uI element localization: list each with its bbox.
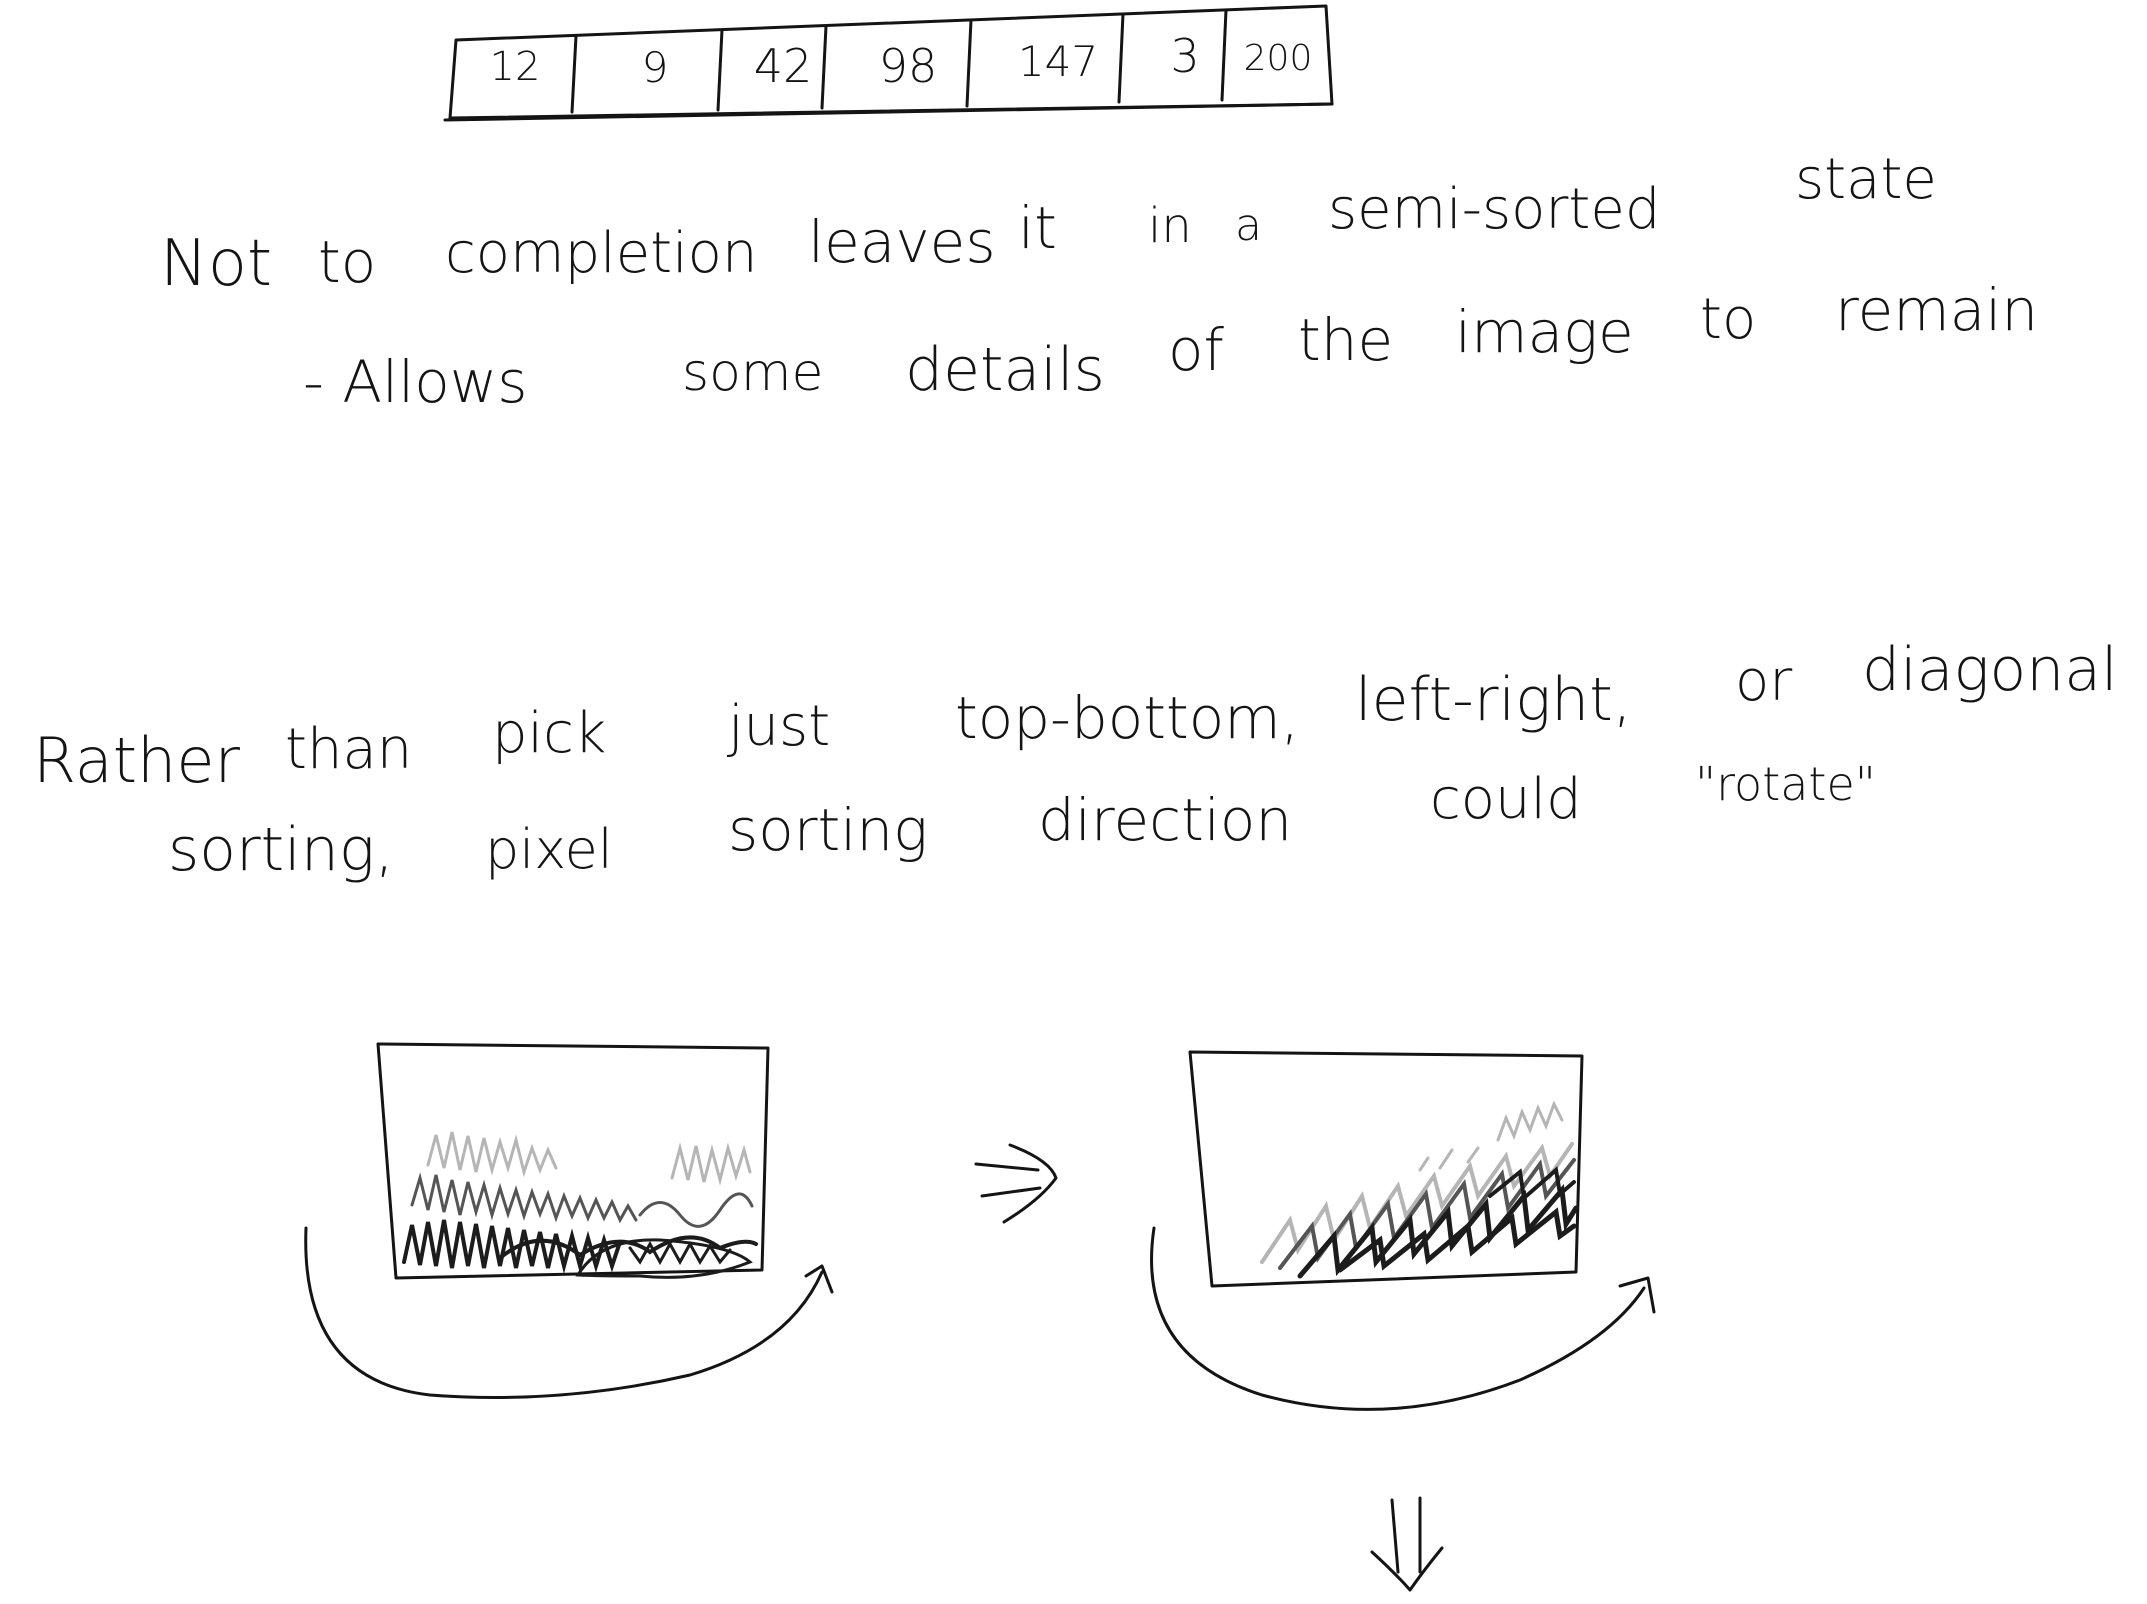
down-arrow-line (1390, 1498, 1400, 1574)
note-word: diagonal (1862, 635, 2118, 705)
implies-arrow-line (974, 1162, 1040, 1172)
scribble-dark (1337, 1207, 1577, 1273)
down-arrow-head (1370, 1546, 1444, 1592)
note-word: of (1168, 316, 1224, 384)
note-word: than (285, 717, 412, 782)
note-word: pick (492, 701, 606, 766)
note-word: image (1455, 298, 1634, 366)
note-word: in (1148, 198, 1192, 254)
scribble-dark (575, 1238, 753, 1279)
note-word: a (1235, 200, 1262, 251)
scribble-dark (1297, 1184, 1579, 1279)
note-word: - Allows (303, 348, 527, 416)
note-word: to (318, 228, 376, 296)
note-word: the (1298, 306, 1393, 374)
note-word: or (1735, 649, 1792, 714)
scribble-dark (628, 1240, 732, 1266)
note-word: direction (1038, 786, 1292, 854)
note-word: "rotate" (1695, 757, 1876, 811)
scribble-light (1418, 1146, 1480, 1172)
note-line-3: Rather than pick just top-bottom, left-r… (33, 635, 2118, 797)
array-divider (1220, 8, 1228, 102)
note-word: details (905, 335, 1105, 405)
rotation-arrow (304, 1226, 824, 1399)
note-word: state (1795, 147, 1937, 212)
note-word: some (682, 343, 824, 403)
note-line-1: Not to completion leaves it in a semi-so… (160, 147, 1937, 301)
image-sketch-after-rotation (1150, 1050, 1656, 1411)
scribble-light (426, 1131, 558, 1178)
note-word: it (1018, 194, 1057, 262)
implies-arrow-line (980, 1186, 1042, 1198)
note-line-2: - Allows some details of the image to re… (303, 276, 2038, 416)
note-word: could (1430, 767, 1582, 832)
array-cell-4: 147 (1018, 37, 1098, 86)
scribble-dark (1488, 1166, 1576, 1202)
array-divider (820, 24, 828, 110)
scribble-light (1496, 1100, 1564, 1142)
array-cell-5: 3 (1170, 29, 1199, 83)
image-frame (1188, 1050, 1584, 1288)
scribble-mid (638, 1192, 754, 1228)
array-cell-0: 12 (490, 44, 541, 90)
note-word: pixel (485, 818, 613, 881)
implies-arrow (974, 1143, 1058, 1224)
note-word: Rather (33, 724, 240, 797)
array-divider (965, 18, 973, 108)
array-divider (570, 34, 578, 114)
scribble-light (1260, 1142, 1574, 1264)
down-arrow (1370, 1496, 1444, 1592)
note-word: semi-sorted (1328, 177, 1660, 242)
array-cell-6: 200 (1244, 38, 1313, 79)
note-word: just (726, 694, 830, 759)
note-word: sorting, (168, 815, 394, 885)
array-cell-1: 9 (642, 43, 669, 92)
implies-arrow-head (1002, 1143, 1058, 1224)
note-word: sorting (728, 796, 928, 864)
scribble-light (670, 1142, 752, 1186)
array-cell-3: 98 (879, 39, 938, 93)
array-divider (716, 28, 724, 112)
rotation-arrow (1150, 1226, 1646, 1411)
note-word: to (1700, 287, 1756, 352)
scribble-dark (498, 1235, 758, 1260)
note-word: left-right, (1355, 665, 1632, 735)
note-line-4: sorting, pixel sorting direction could "… (168, 757, 1876, 885)
scribble-mid (410, 1172, 638, 1224)
note-word: top-bottom, (955, 684, 1299, 752)
number-array: 12 9 42 98 147 3 200 (443, 4, 1334, 122)
array-cell-2: 42 (754, 39, 813, 93)
note-word: completion (445, 221, 757, 286)
array-divider (1117, 12, 1125, 104)
note-word: leaves (808, 208, 996, 276)
note-word: remain (1835, 276, 2038, 344)
note-word: Not (160, 227, 272, 301)
image-sketch-before-rotation (304, 1042, 834, 1399)
image-frame (376, 1042, 770, 1280)
rotation-arrowhead (1618, 1276, 1656, 1314)
array-underline-extension (443, 102, 1334, 122)
rotation-arrowhead (804, 1264, 834, 1294)
